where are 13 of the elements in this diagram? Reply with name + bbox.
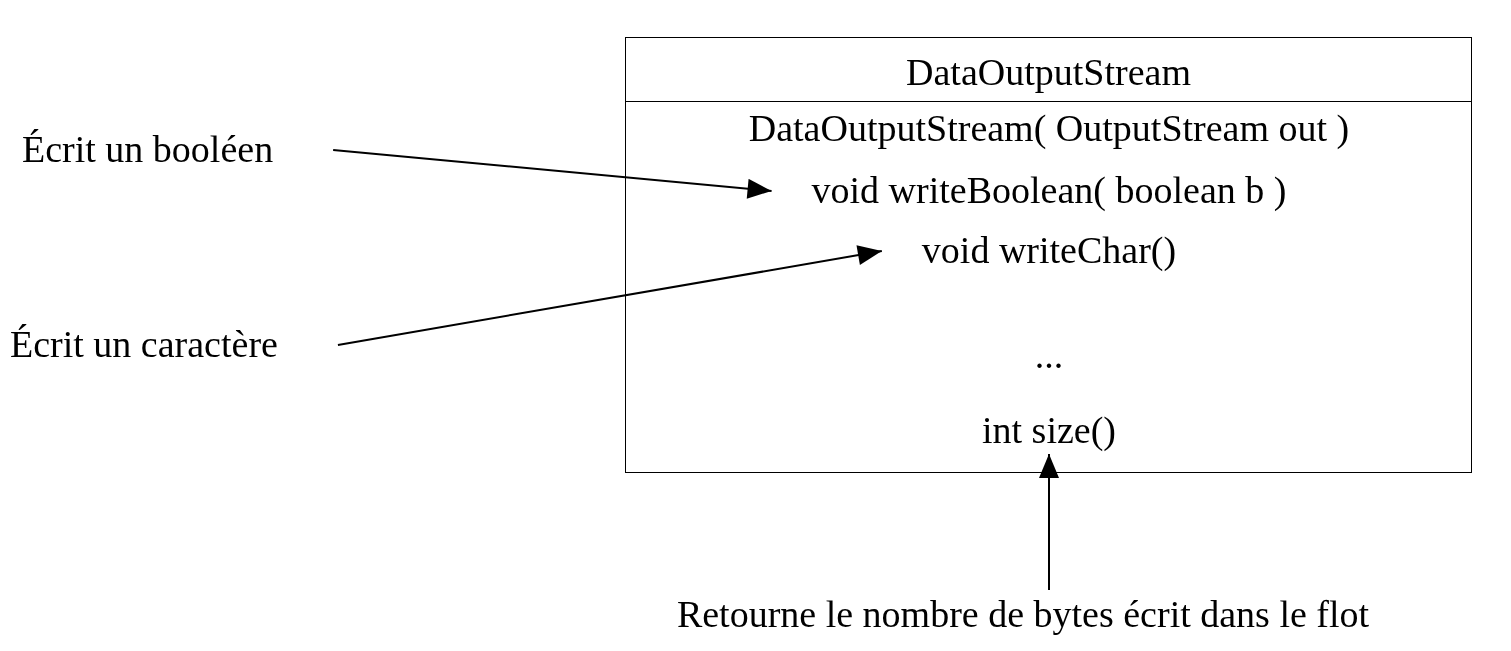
method-signature: void writeBoolean( boolean b ) [811,170,1287,212]
constructor-signature: DataOutputStream( OutputStream out ) [748,108,1350,150]
ellipsis: ... [1034,335,1064,377]
annotation-text: Écrit un caractère [10,324,278,366]
class-name: DataOutputStream [905,52,1192,94]
arrow [336,245,883,346]
annotation-text: Retourne le nombre de bytes écrit dans le flot [676,594,1370,636]
method-signature: void writeChar() [921,230,1177,272]
class-box [625,37,1472,473]
method-signature: int size() [982,410,1116,452]
annotation-text: Écrit un booléen [22,129,274,171]
arrow [1039,452,1059,592]
arrow [332,149,773,199]
